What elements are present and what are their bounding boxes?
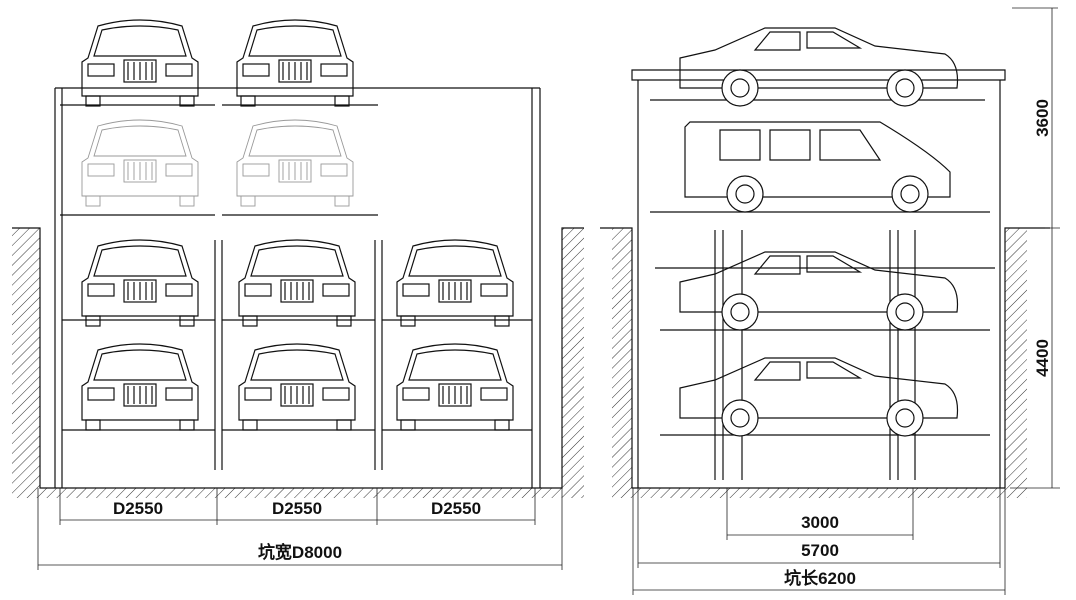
- side-ground-hatch-right: [1005, 228, 1027, 498]
- pit-width: 坑宽D8000: [258, 542, 342, 562]
- car-side: [679, 27, 959, 107]
- ground-hatch-right: [562, 228, 584, 498]
- frame: [54, 87, 541, 488]
- car-front: [81, 343, 199, 431]
- car-side: [679, 251, 959, 331]
- car-front: [236, 119, 354, 207]
- car-front: [396, 343, 514, 431]
- pit-columns: [214, 240, 383, 470]
- pit-platforms: [62, 319, 532, 431]
- car-front: [81, 119, 199, 207]
- side-pit-outline: [600, 227, 1050, 489]
- car-side: [679, 357, 959, 437]
- upper-platforms: [60, 104, 378, 216]
- pit-depth: 4400: [1033, 339, 1052, 377]
- car-front: [396, 239, 514, 327]
- car-front: [236, 19, 354, 107]
- above-ground-height: 3600: [1033, 99, 1052, 137]
- bay-width-3: D2550: [431, 499, 481, 518]
- platform-span: 3000: [801, 513, 839, 532]
- front-view: [12, 19, 584, 498]
- car-front: [238, 239, 356, 327]
- ground-hatch-left: [12, 228, 40, 498]
- side-columns: [714, 230, 916, 480]
- van-side: [684, 121, 951, 213]
- pit-length: 坑长6200: [784, 568, 856, 588]
- car-front: [81, 19, 199, 107]
- pit-floor-hatch: [40, 488, 562, 498]
- side-ground-hatch-left: [612, 228, 632, 498]
- dimensions: D2550 D2550 D2550 坑宽D8000 3000 5700 坑长62…: [37, 7, 1060, 595]
- frame-length: 5700: [801, 541, 839, 560]
- bay-width-2: D2550: [272, 499, 322, 518]
- side-platforms: [650, 99, 995, 436]
- side-pit-floor-hatch: [632, 488, 1005, 498]
- side-frame: [631, 69, 1006, 488]
- car-front: [81, 239, 199, 327]
- side-view: [600, 27, 1050, 498]
- car-front: [238, 343, 356, 431]
- bay-width-1: D2550: [113, 499, 163, 518]
- pit-outline: [12, 227, 584, 489]
